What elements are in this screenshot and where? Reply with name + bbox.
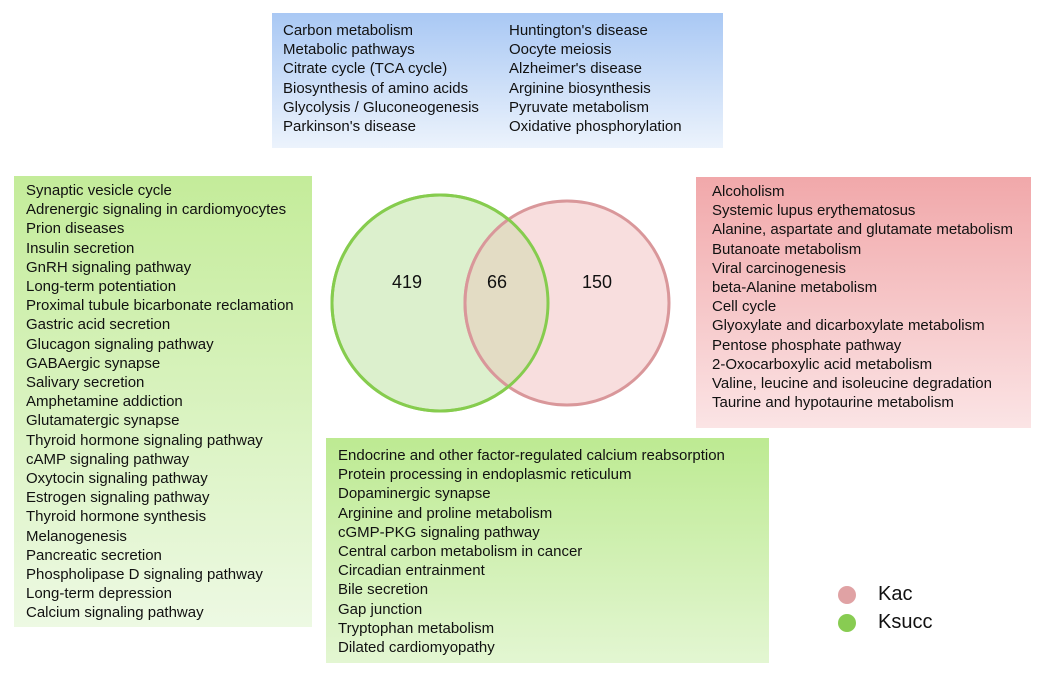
pathway-item: Pancreatic secretion xyxy=(26,546,162,564)
pathway-item: Calcium signaling pathway xyxy=(26,604,204,622)
pathway-item: Tryptophan metabolism xyxy=(338,619,495,637)
pathway-item: Gastric acid secretion xyxy=(26,316,171,334)
overlap-region xyxy=(463,199,548,407)
pathway-item: Carbon metabolism xyxy=(283,22,414,39)
pathway-item: Circadian entrainment xyxy=(338,562,485,580)
kac-legend-dot xyxy=(838,585,856,604)
pathway-item: Pyruvate metabolism xyxy=(509,98,650,116)
pathway-item: Cell cycle xyxy=(712,298,777,316)
pathway-item: Proximal tubule bicarbonate reclamation xyxy=(26,297,294,315)
pathway-item: Long-term potentiation xyxy=(26,278,177,296)
pathway-item: GABAergic synapse xyxy=(26,354,161,372)
pathway-item: Dilated cardiomyopathy xyxy=(338,639,495,657)
pathway-item: cAMP signaling pathway xyxy=(26,450,190,468)
pathway-item: Oxytocin signaling pathway xyxy=(26,470,208,488)
pathway-item: Phospholipase D signaling pathway xyxy=(26,566,263,584)
pathway-item: Alcoholism xyxy=(712,183,785,200)
pathway-item: Amphetamine addiction xyxy=(26,393,183,411)
ksucc-circle xyxy=(330,193,550,413)
pathway-item: Oxidative phosphorylation xyxy=(509,118,682,136)
pathway-item: Synaptic vesicle cycle xyxy=(26,182,172,199)
pathway-item: Salivary secretion xyxy=(26,374,145,392)
ksucc-only-count: 419 xyxy=(392,272,422,292)
ksucc-legend-label: Ksucc xyxy=(878,611,933,633)
ksucc-legend-dot xyxy=(838,613,856,632)
pathway-item: Protein processing in endoplasmic reticu… xyxy=(338,466,632,484)
kac-only-count: 150 xyxy=(582,272,612,292)
pathway-item: Glucagon signaling pathway xyxy=(26,335,214,353)
pathway-item: Huntington's disease xyxy=(509,22,648,39)
pathway-item: Thyroid hormone signaling pathway xyxy=(26,431,263,449)
kac-legend-label: Kac xyxy=(878,583,913,605)
pathway-item: Alzheimer's disease xyxy=(509,60,642,78)
pathway-item: Gap junction xyxy=(338,600,423,618)
ksucc-extra-pathways-list: Endocrine and other factor-regulated cal… xyxy=(338,446,769,657)
ksucc-circle-outline xyxy=(330,193,550,413)
overlap-count: 66 xyxy=(487,272,507,292)
pathway-item: Central carbon metabolism in cancer xyxy=(338,543,583,561)
pathway-item: Metabolic pathways xyxy=(283,41,415,59)
kac-circle xyxy=(463,199,671,407)
pathway-item: Valine, leucine and isoleucine degradati… xyxy=(712,375,992,393)
pathway-item: GnRH signaling pathway xyxy=(26,258,192,276)
pathway-item: Endocrine and other factor-regulated cal… xyxy=(338,447,725,464)
pathway-item: Pentose phosphate pathway xyxy=(712,336,902,354)
pathway-item: 2-Oxocarboxylic acid metabolism xyxy=(712,355,933,373)
pathway-item: cGMP-PKG signaling pathway xyxy=(338,523,540,541)
ksucc-extra-pathways-box: Endocrine and other factor-regulated cal… xyxy=(326,438,769,663)
pathway-item: Melanogenesis xyxy=(26,527,127,545)
pathway-item: Parkinson's disease xyxy=(283,118,416,136)
pathway-item: Alanine, aspartate and glutamate metabol… xyxy=(712,221,1014,239)
pathway-item: Glutamatergic synapse xyxy=(26,412,180,430)
pathway-item: Prion diseases xyxy=(26,220,125,238)
pathway-item: Arginine biosynthesis xyxy=(509,79,651,97)
pathway-item: Long-term depression xyxy=(26,585,172,603)
pathway-item: Glyoxylate and dicarboxylate metabolism xyxy=(712,317,985,335)
pathway-item: Viral carcinogenesis xyxy=(712,259,846,277)
pathway-item: Citrate cycle (TCA cycle) xyxy=(283,60,448,78)
pathway-item: Biosynthesis of amino acids xyxy=(283,79,469,97)
pathway-item: Taurine and hypotaurine metabolism xyxy=(712,394,954,412)
legend-kac: Kac xyxy=(838,583,912,606)
legend-ksucc: Ksucc xyxy=(838,611,932,634)
pathway-item: Thyroid hormone synthesis xyxy=(26,508,207,526)
pathway-item: Glycolysis / Gluconeogenesis xyxy=(283,98,479,116)
pathway-item: Dopaminergic synapse xyxy=(338,485,491,503)
pathway-item: Bile secretion xyxy=(338,581,429,599)
pathway-item: Butanoate metabolism xyxy=(712,240,862,258)
pathway-item: Oocyte meiosis xyxy=(509,41,612,59)
pathway-item: Insulin secretion xyxy=(26,239,135,257)
pathway-item: Adrenergic signaling in cardiomyocytes xyxy=(26,201,287,219)
pathway-item: Estrogen signaling pathway xyxy=(26,489,210,507)
pathway-item: Systemic lupus erythematosus xyxy=(712,202,916,220)
pathway-item: beta-Alanine metabolism xyxy=(712,279,878,297)
pathway-item: Arginine and proline metabolism xyxy=(338,504,553,522)
